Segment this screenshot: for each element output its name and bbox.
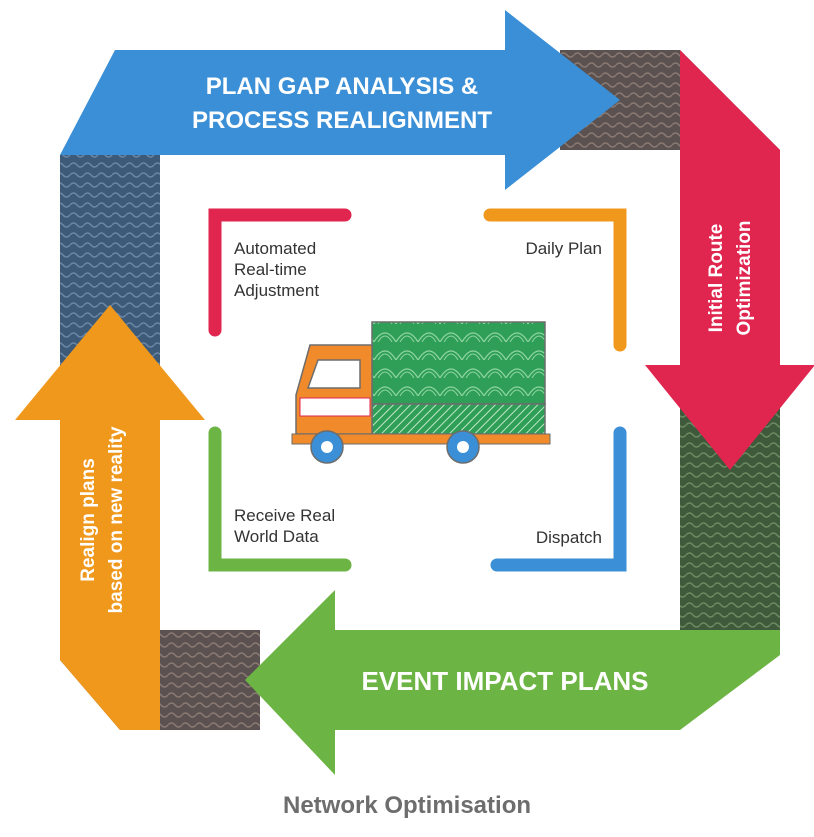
- left-arrow-label-line1: Realign plans: [78, 458, 99, 582]
- bracket-top-left: [208, 208, 352, 337]
- left-arrow-label: Realign plans based on new reality: [75, 405, 135, 635]
- truck-icon: [291, 321, 551, 464]
- corner-label-daily-plan: Daily Plan: [525, 239, 602, 258]
- right-arrow-label-line1: Initial Route: [706, 223, 727, 333]
- corner-label-automated-line1: Automated: [234, 239, 317, 258]
- diagram-caption: Network Optimisation: [282, 792, 532, 819]
- top-arrow: [60, 10, 620, 190]
- bracket-bottom-right: [490, 426, 627, 572]
- left-arrow: [15, 305, 205, 730]
- corner-label-automated: Automated Real-time Adjustment: [234, 238, 319, 301]
- corner-label-receive-data: Receive Real World Data: [234, 505, 335, 547]
- bracket-bottom-left: [208, 426, 352, 572]
- left-arrow-label-line2: based on new reality: [106, 426, 127, 614]
- top-arrow-label-line2: PROCESS REALIGNMENT: [191, 107, 493, 134]
- corner-label-dispatch: Dispatch: [535, 528, 602, 547]
- corner-label-automated-line3: Adjustment: [234, 281, 320, 300]
- bracket-top-right: [483, 208, 627, 352]
- bottom-arrow: [245, 590, 780, 775]
- corner-label-receive-data-line2: World Data: [234, 527, 319, 546]
- right-arrow-label-line2: Optimization: [734, 220, 755, 336]
- top-arrow-label: PLAN GAP ANALYSIS & PROCESS REALIGNMENT: [172, 70, 512, 138]
- corner-label-automated-line2: Real-time: [234, 260, 307, 279]
- bottom-arrow-label: EVENT IMPACT PLANS: [361, 666, 649, 696]
- top-arrow-label-line1: PLAN GAP ANALYSIS &: [205, 73, 479, 100]
- right-arrow-label: Initial Route Optimization: [703, 183, 763, 373]
- corner-label-receive-data-line1: Receive Real: [234, 506, 336, 525]
- right-arrow: [645, 50, 814, 470]
